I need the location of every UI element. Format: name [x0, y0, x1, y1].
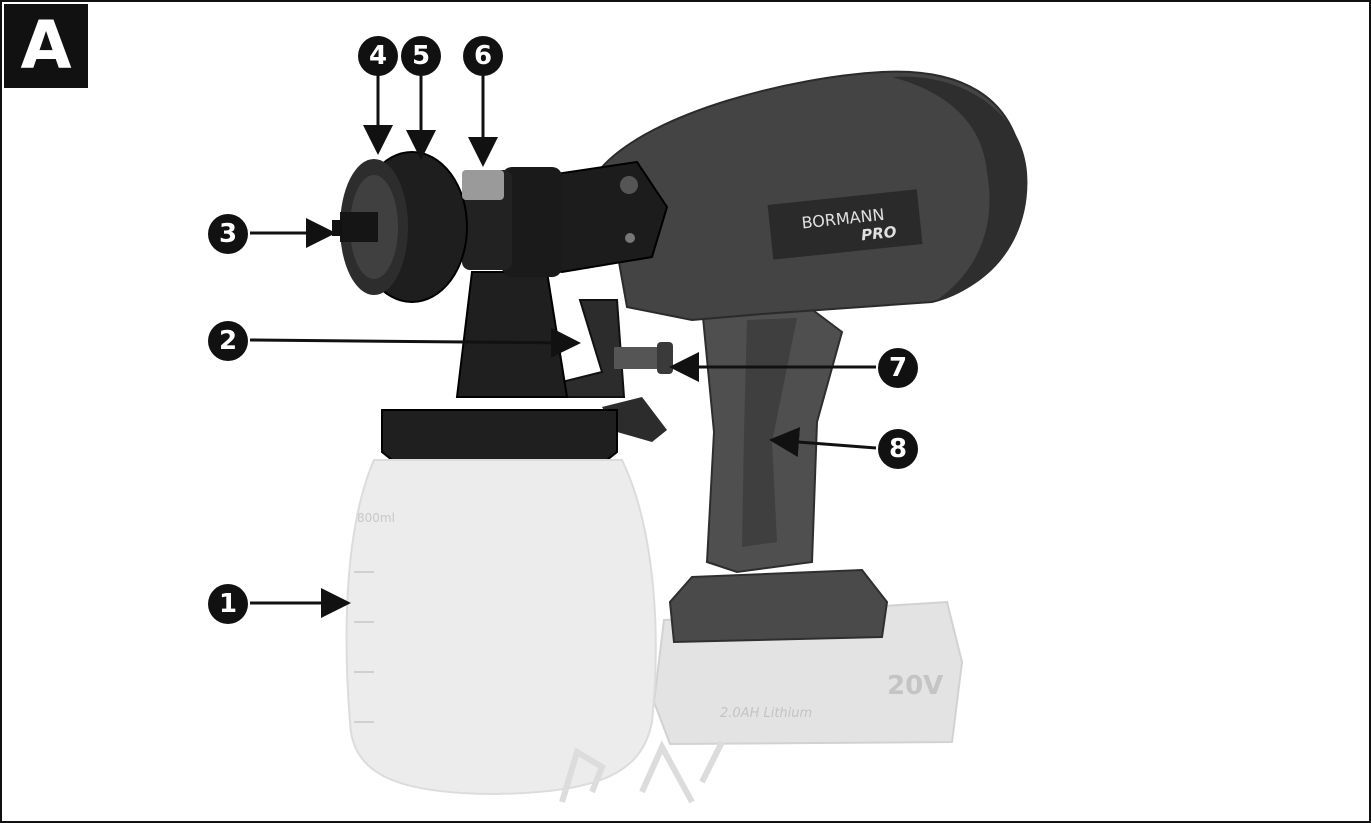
- callout-5: 5: [401, 36, 441, 76]
- callout-8: 8: [878, 429, 918, 469]
- battery-spec-label: 2.0AH Lithium: [720, 706, 812, 721]
- callout-1: 1: [208, 584, 248, 624]
- callout-2: 2: [208, 321, 248, 361]
- battery-voltage-label: 20V: [887, 671, 943, 701]
- container-neck: [455, 271, 569, 398]
- paint-container: [345, 459, 657, 796]
- callout-6: 6: [463, 36, 503, 76]
- battery-mount: [668, 568, 889, 644]
- callout-3: 3: [208, 214, 248, 254]
- leader-8: [769, 427, 877, 458]
- pattern-selector: [462, 170, 504, 200]
- container-scale-label: 800ml: [357, 511, 395, 525]
- container-lid: [381, 409, 618, 461]
- leader-2: [249, 327, 581, 358]
- watermark: [559, 740, 725, 804]
- brand-line: PRO: [860, 223, 897, 245]
- callout-4: 4: [358, 36, 398, 76]
- leader-lines: [249, 74, 877, 618]
- section-label: A: [4, 4, 88, 88]
- nozzle-assembly: [332, 151, 562, 303]
- callout-7: 7: [878, 348, 918, 388]
- brand-badge: [767, 189, 923, 260]
- lock-lever: [602, 397, 667, 442]
